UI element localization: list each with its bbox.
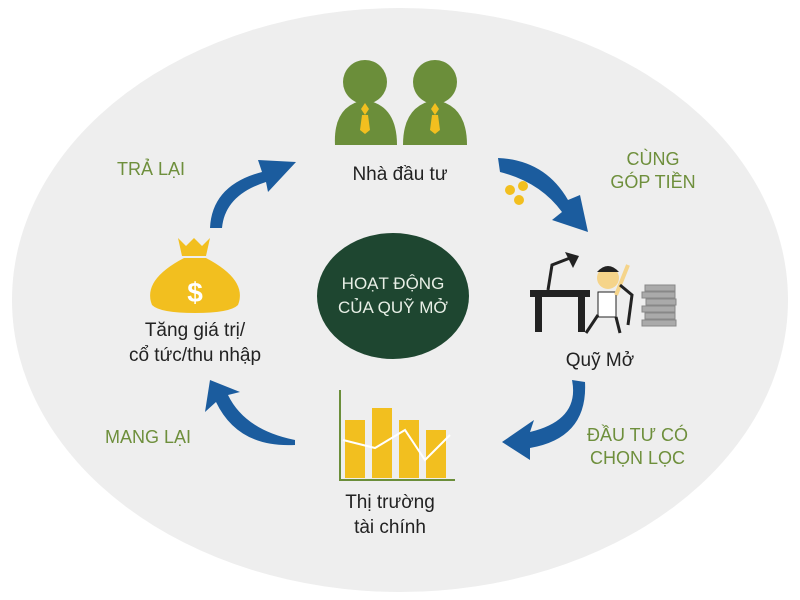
money-bag-icon: $ [150, 238, 240, 313]
center-title-line2: CỦA QUỸ MỞ [338, 298, 448, 317]
fund-label: Quỹ Mở [565, 350, 635, 371]
investors-label: Nhà đầu tư [352, 164, 448, 185]
arrow-return-icon [210, 160, 296, 228]
bring-label: MANG LẠI [105, 427, 192, 447]
returns-label-line1: Tăng giá trị/ [144, 320, 246, 341]
market-label-line1: Thị trường [345, 492, 435, 513]
market-chart-icon [339, 390, 455, 481]
returns-label: Tăng giá trị/ cổ tức/thu nhập [95, 318, 295, 368]
arrow-select-icon [502, 380, 586, 460]
contribute-label-line1: CÙNG [626, 149, 680, 169]
arrow-bring-icon [205, 380, 295, 446]
svg-text:$: $ [187, 277, 203, 308]
contribute-label: CÙNG GÓP TIỀN [598, 148, 708, 194]
contribute-label-line2: GÓP TIỀN [610, 172, 696, 192]
select-label-line2: CHỌN LỌC [589, 448, 685, 468]
return-label: TRẢ LẠI [117, 159, 186, 179]
market-label-line2: tài chính [354, 517, 426, 538]
select-label-line1: ĐẦU TƯ CÓ [586, 425, 689, 445]
center-title: HOẠT ĐỘNG CỦA QUỸ MỞ [318, 272, 468, 320]
center-circle [317, 233, 469, 359]
select-label: ĐẦU TƯ CÓ CHỌN LỌC [570, 424, 705, 470]
fund-manager-icon [530, 252, 677, 334]
coins-icon [505, 181, 528, 205]
market-label: Thị trường tài chính [310, 490, 470, 540]
center-title-line1: HOẠT ĐỘNG [341, 274, 445, 293]
returns-label-line2: cổ tức/thu nhập [128, 345, 262, 366]
arrow-contribute-icon [498, 158, 588, 232]
investors-icon [334, 60, 467, 145]
